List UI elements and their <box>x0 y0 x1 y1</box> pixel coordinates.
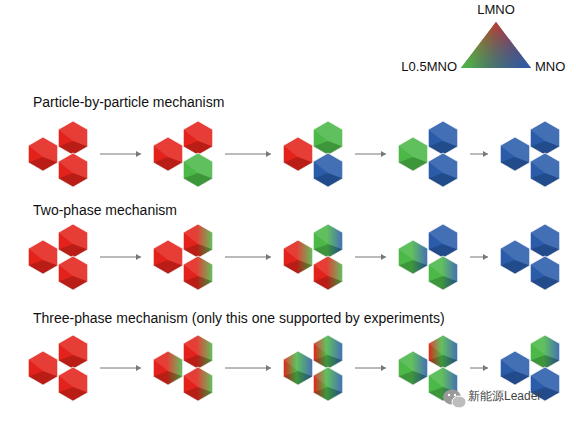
particle <box>283 137 312 171</box>
particle <box>183 335 212 369</box>
particle <box>313 367 342 401</box>
arrow-head <box>266 254 271 260</box>
particle <box>183 153 212 187</box>
particle <box>500 137 529 171</box>
particle <box>428 335 457 369</box>
particle <box>428 224 457 258</box>
particle <box>58 121 87 155</box>
particle <box>58 224 87 258</box>
arrow-head <box>136 254 141 260</box>
legend-label: L0.5MNO <box>401 60 457 75</box>
particle <box>500 351 529 385</box>
particle <box>428 153 457 187</box>
row-heading: Three-phase mechanism (only this one sup… <box>33 310 445 326</box>
particle <box>153 240 182 274</box>
particle <box>58 335 87 369</box>
step-arrow <box>225 154 271 155</box>
particle <box>153 137 182 171</box>
particle <box>153 351 182 385</box>
particle <box>183 367 212 401</box>
color-swatch <box>461 22 531 68</box>
particle <box>283 351 312 385</box>
step-arrow <box>100 368 141 369</box>
particle <box>398 240 427 274</box>
particle <box>398 351 427 385</box>
step-arrow <box>225 257 271 258</box>
legend-label: MNO <box>535 60 565 75</box>
particle <box>313 153 342 187</box>
step-arrow <box>100 154 141 155</box>
particle <box>28 240 57 274</box>
watermark: 新能源Leader <box>468 390 541 404</box>
particle <box>428 256 457 290</box>
particle <box>313 256 342 290</box>
arrow-head <box>381 151 386 157</box>
arrow-head <box>381 254 386 260</box>
arrow-head <box>483 365 488 371</box>
arrow-head <box>136 151 141 157</box>
particle <box>313 335 342 369</box>
particle <box>58 256 87 290</box>
particle <box>183 256 212 290</box>
row-heading: Two-phase mechanism <box>33 202 177 218</box>
arrow-head <box>381 365 386 371</box>
legend-label: LMNO <box>477 3 515 18</box>
particle <box>283 240 312 274</box>
particle <box>183 224 212 258</box>
particle <box>398 137 427 171</box>
particle <box>313 121 342 155</box>
arrow-head <box>136 365 141 371</box>
particle <box>28 137 57 171</box>
particle <box>28 351 57 385</box>
particle <box>530 335 559 369</box>
particle <box>530 256 559 290</box>
color-swatch <box>461 22 531 68</box>
color-swatch <box>461 22 531 68</box>
wechat-icon <box>443 390 466 409</box>
particle <box>183 121 212 155</box>
particle <box>530 153 559 187</box>
arrow-head <box>266 365 271 371</box>
particle <box>500 240 529 274</box>
step-arrow <box>100 257 141 258</box>
color-triangle <box>461 22 531 68</box>
particle-clusters <box>28 121 559 401</box>
particle <box>58 367 87 401</box>
arrow-head <box>483 254 488 260</box>
row-heading: Particle-by-particle mechanism <box>33 94 224 110</box>
particle <box>428 121 457 155</box>
step-arrow <box>225 368 271 369</box>
particle <box>313 224 342 258</box>
arrow-head <box>483 151 488 157</box>
particle <box>530 224 559 258</box>
particle <box>530 121 559 155</box>
arrow-head <box>266 151 271 157</box>
particle <box>58 153 87 187</box>
